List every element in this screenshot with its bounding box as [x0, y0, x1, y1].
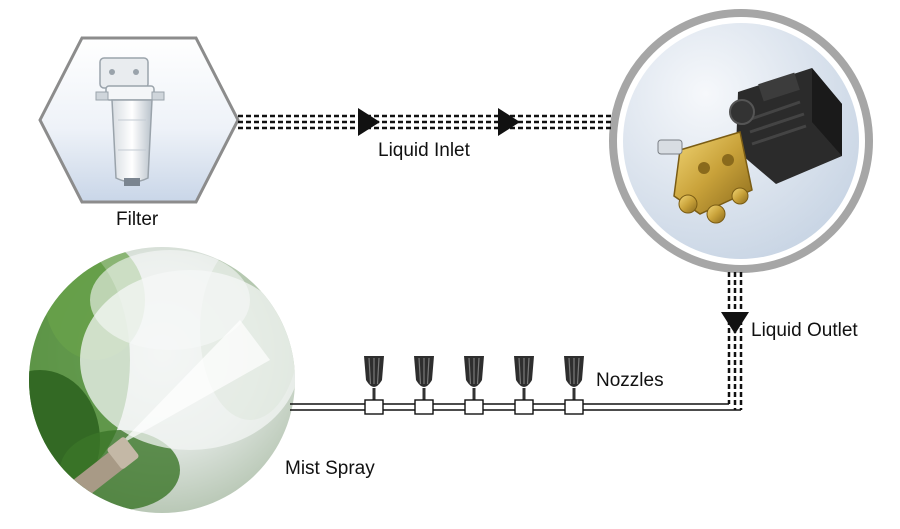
inlet-arrow-1-icon — [358, 108, 380, 136]
pump-circle — [609, 9, 873, 273]
liquid-inlet-label: Liquid Inlet — [378, 140, 470, 161]
mist-spray-circle — [29, 247, 295, 513]
inlet-arrow-2-icon — [498, 108, 520, 136]
mist-spray-label: Mist Spray — [285, 458, 375, 479]
nozzle-3-icon — [464, 356, 484, 415]
liquid-outlet-label: Liquid Outlet — [751, 320, 858, 341]
filter-hexagon — [38, 36, 240, 204]
nozzle-5-icon — [564, 356, 584, 415]
outlet-arrow-icon — [721, 312, 749, 334]
pump-icon — [657, 68, 842, 224]
nozzle-2-icon — [414, 356, 434, 415]
liquid-outlet-line — [721, 272, 749, 410]
filter-icon — [95, 57, 165, 186]
liquid-inlet-line — [238, 108, 612, 136]
spray-nozzle-icon — [71, 437, 139, 499]
nozzle-group — [364, 356, 584, 415]
nozzle-4-icon — [514, 356, 534, 415]
nozzles-label: Nozzles — [596, 370, 664, 391]
filter-label: Filter — [116, 209, 159, 230]
nozzle-1-icon — [364, 356, 384, 415]
